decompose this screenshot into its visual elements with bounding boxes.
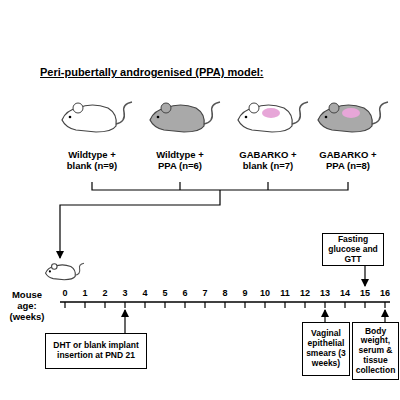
mouse-ear	[161, 103, 171, 113]
tick-label: 6	[175, 288, 195, 298]
tick-label: 16	[375, 288, 395, 298]
pointer-arrow	[364, 263, 365, 286]
mouse-eye	[325, 116, 328, 119]
event-box: Fasting glucose and GTT	[322, 233, 384, 266]
group-label: Wildtype + PPA (n=6)	[148, 150, 212, 172]
tick-label: 1	[75, 288, 95, 298]
mouse-eye	[157, 116, 160, 119]
tick-label: 15	[355, 288, 375, 298]
tick-label: 0	[55, 288, 75, 298]
mouse-body	[46, 265, 76, 280]
mouse-body	[150, 105, 204, 132]
mouse-ear	[52, 264, 58, 270]
mouse-gabarko-ppa	[318, 102, 388, 132]
tick-mark	[104, 302, 105, 308]
tick-mark	[84, 302, 85, 308]
mouse-eye	[69, 116, 72, 119]
mouse-ear	[329, 103, 339, 113]
knockout-patch	[342, 108, 360, 118]
mouse-tail	[372, 102, 388, 124]
tick-label: 12	[295, 288, 315, 298]
mouse-ear	[249, 103, 259, 113]
group-label: Wildtype + blank (n=9)	[60, 150, 124, 172]
group-label: GABARKO + PPA (n=8)	[316, 150, 380, 172]
event-box: Vaginal epithelial smears (3 weeks)	[302, 322, 350, 376]
box-text: Body weight, serum & tissue collection	[354, 327, 397, 376]
tick-mark	[304, 302, 305, 308]
event-box: Body weight, serum & tissue collection	[352, 322, 399, 380]
mouse-body	[238, 105, 292, 132]
tick-mark	[244, 302, 245, 308]
tick-label: 13	[315, 288, 335, 298]
bracket-tick	[267, 182, 268, 190]
tick-mark	[204, 302, 205, 308]
box-text-group: DHT or blank implant insertion at PND 21	[47, 341, 145, 361]
tick-label: 10	[255, 288, 275, 298]
mouse-body	[62, 105, 116, 132]
box-text: DHT or blank implant insertion at PND 21	[47, 341, 145, 361]
tick-mark	[64, 302, 65, 308]
tick-mark	[284, 302, 285, 308]
mouse-pup	[46, 263, 85, 280]
mouse-wildtype-ppa	[150, 102, 220, 132]
pointer-arrow	[324, 310, 325, 322]
tick-label: 9	[235, 288, 255, 298]
mouse-tail	[75, 263, 84, 275]
mouse-body	[318, 105, 372, 132]
tick-mark	[384, 302, 385, 308]
tick-mark	[344, 302, 345, 308]
box-text-group: Fasting glucose and GTT	[324, 235, 382, 264]
event-box: DHT or blank implant insertion at PND 21	[45, 333, 147, 369]
tick-mark	[364, 302, 365, 308]
pointer-arrow	[124, 310, 125, 333]
box-text-group: Vaginal epithelial smears (3 weeks)	[304, 329, 348, 368]
mouse-tail	[292, 102, 308, 124]
tick-label: 14	[335, 288, 355, 298]
tick-label: 8	[215, 288, 235, 298]
tick-label: 3	[115, 288, 135, 298]
tick-mark	[324, 302, 325, 308]
bracket-tick	[179, 182, 180, 190]
tick-mark	[184, 302, 185, 308]
bracket-line	[92, 182, 348, 190]
knockout-patch	[262, 108, 280, 118]
mouse-tail	[116, 102, 132, 124]
tick-mark	[144, 302, 145, 308]
bracket-arrow	[60, 190, 220, 258]
box-text: Fasting glucose and GTT	[324, 235, 382, 264]
tick-label: 2	[95, 288, 115, 298]
pointer-arrow	[384, 310, 385, 322]
tick-mark	[264, 302, 265, 308]
group-bracket	[60, 182, 348, 258]
axis-title: Mouse age: (weeks)	[2, 290, 52, 323]
tick-mark	[164, 302, 165, 308]
group-label: GABARKO + blank (n=7)	[236, 150, 300, 172]
timeline-ticks	[65, 302, 385, 308]
tick-mark	[224, 302, 225, 308]
mouse-gabarko	[238, 102, 308, 132]
mouse-tail	[204, 102, 220, 124]
tick-label: 7	[195, 288, 215, 298]
mouse-wildtype	[62, 102, 132, 132]
box-text: Vaginal epithelial smears (3 weeks)	[304, 329, 348, 368]
tick-label: 11	[275, 288, 295, 298]
diagram-title: Peri-pubertally androgenised (PPA) model…	[40, 66, 264, 79]
tick-label: 5	[155, 288, 175, 298]
mouse-eye	[245, 116, 248, 119]
mouse-eye	[49, 270, 51, 272]
box-text-group: Body weight, serum & tissue collection	[354, 327, 397, 376]
tick-mark	[124, 302, 125, 308]
mouse-ear	[73, 103, 83, 113]
tick-label: 4	[135, 288, 155, 298]
